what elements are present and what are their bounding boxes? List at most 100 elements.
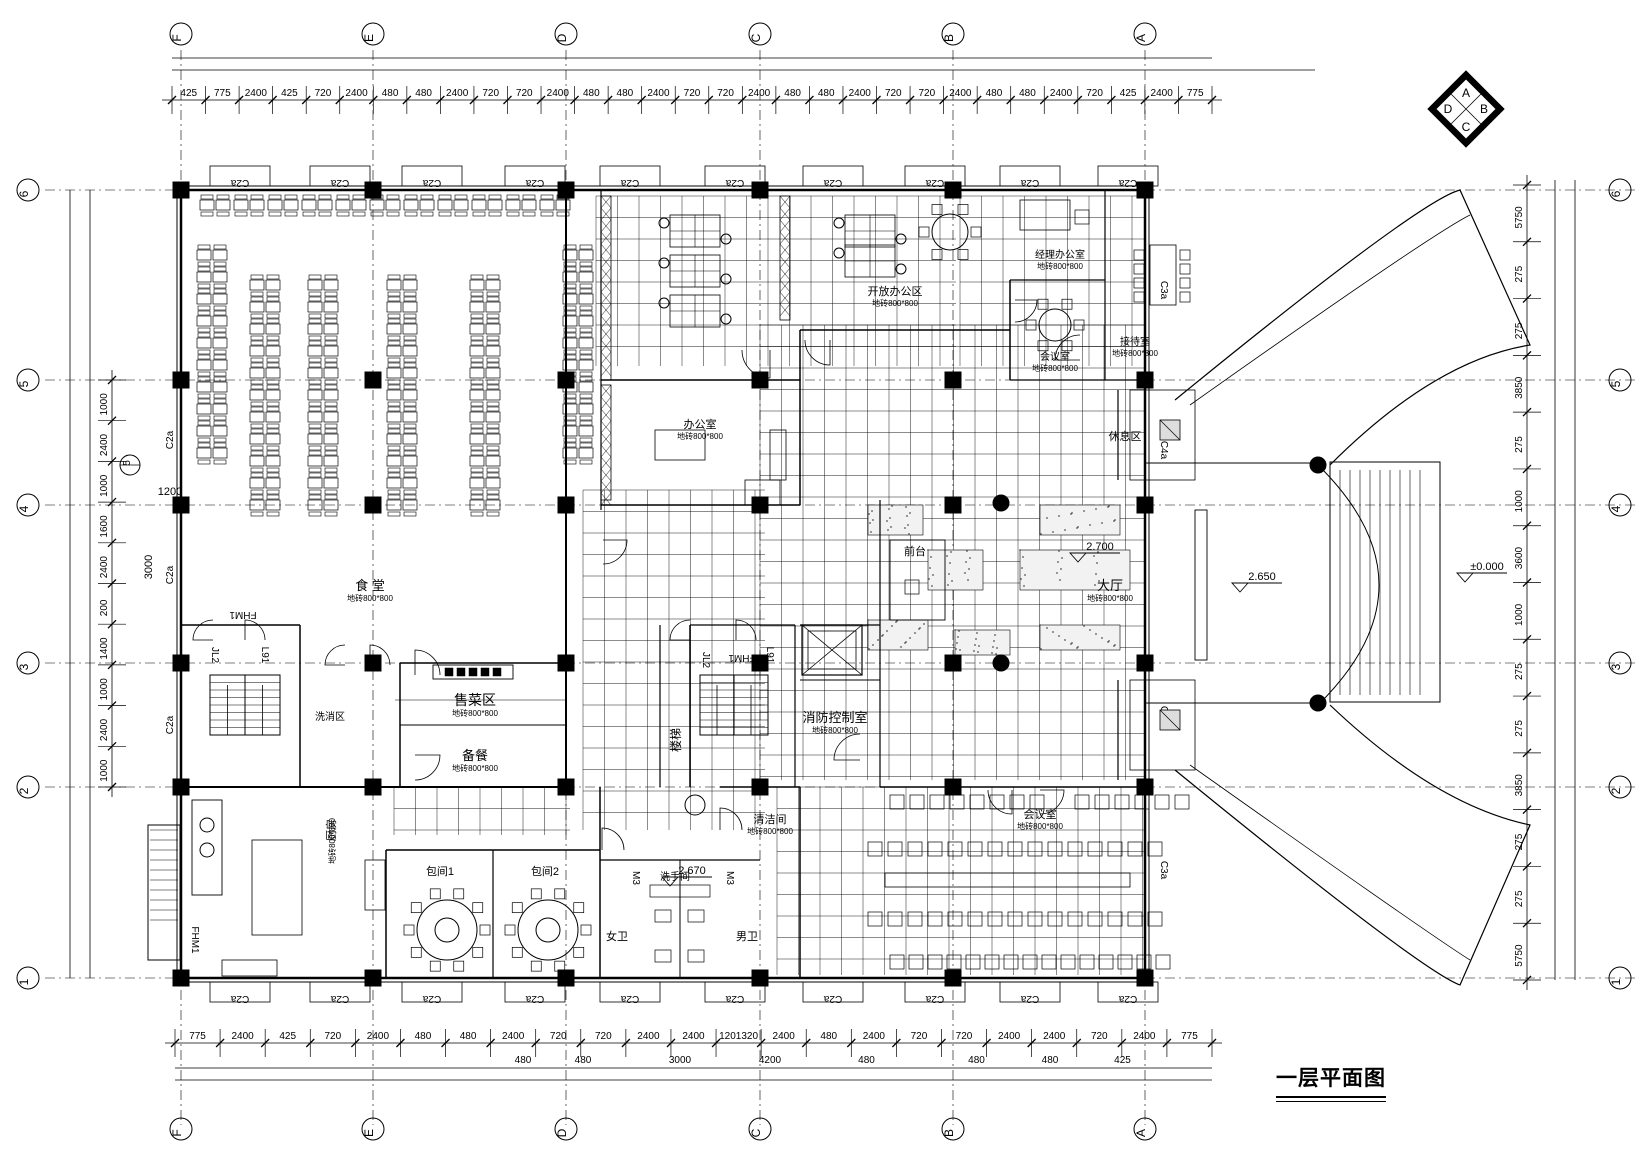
- table-top: [562, 403, 578, 415]
- chair: [1003, 954, 1019, 970]
- bottom-dimension-slash: [756, 1038, 766, 1048]
- window-bottom: [599, 981, 661, 1003]
- chair: [1037, 298, 1049, 310]
- axis-bubble: [361, 22, 385, 46]
- structural-column: [364, 181, 382, 199]
- right-dimension-slash: [1522, 805, 1532, 815]
- table-top: [402, 477, 418, 489]
- bottom-dimension-slash: [1027, 1038, 1037, 1048]
- serving-well: [456, 667, 466, 677]
- chair: [403, 318, 417, 324]
- entrance-steps-block: [1329, 461, 1441, 703]
- table-top: [485, 433, 501, 445]
- top-dimension-text: 425: [1120, 88, 1137, 99]
- window-top: [309, 165, 371, 187]
- axis-bubble: [748, 22, 772, 46]
- chair: [266, 511, 280, 517]
- chair: [403, 450, 417, 456]
- chair: [470, 511, 484, 517]
- window-top: [209, 165, 271, 187]
- axis-bubble: [1608, 493, 1632, 517]
- chair: [324, 494, 338, 500]
- bottom-dimension-slash: [576, 1038, 586, 1048]
- table-top: [485, 411, 501, 423]
- chair: [266, 445, 280, 451]
- dining-table-west: [196, 288, 228, 311]
- office-chair: [658, 257, 670, 269]
- chair: [573, 946, 585, 958]
- chair: [486, 335, 500, 341]
- granite-dot: [1052, 631, 1054, 633]
- chair: [266, 318, 280, 324]
- top-dimension-slash: [603, 95, 613, 105]
- floor-spec-note: 地砖800*800: [452, 708, 498, 718]
- table-top: [307, 323, 323, 335]
- chair: [308, 313, 322, 319]
- chair: [563, 376, 577, 382]
- walls: C2aC2aC2aC2aC2aC2aC2aC2aC2aC2aC2aC2aC2aC…: [165, 165, 1169, 1004]
- granite-dot: [995, 653, 997, 655]
- glass-hatch: [600, 444, 612, 458]
- granite-dot: [867, 619, 869, 621]
- chair: [336, 194, 350, 200]
- table-top: [307, 433, 323, 445]
- outer-wall-line: [176, 185, 1150, 983]
- top-dimension-text: 2400: [849, 88, 872, 99]
- glass-hatch: [779, 231, 791, 245]
- chair: [250, 357, 264, 363]
- chair: [266, 450, 280, 456]
- table-top: [307, 411, 323, 423]
- table-top: [249, 389, 265, 401]
- chair: [1098, 954, 1114, 970]
- granite-dot: [919, 627, 921, 629]
- door-swing: [833, 733, 861, 761]
- granite-dot: [1046, 627, 1048, 629]
- chair: [386, 194, 400, 200]
- axis-label: 4: [1609, 505, 1623, 512]
- chair: [470, 318, 484, 324]
- granite-dot: [977, 651, 979, 653]
- chair: [479, 924, 491, 936]
- chair: [579, 349, 593, 355]
- right-dimension-slash: [1522, 350, 1532, 360]
- dining-table-west: [196, 310, 228, 333]
- granite-dot: [991, 652, 993, 654]
- granite-dot: [877, 639, 879, 641]
- table-top: [386, 411, 402, 423]
- right-dimension-text: 3850: [1514, 774, 1525, 797]
- serving-well: [468, 667, 478, 677]
- chair: [454, 211, 468, 217]
- bottom-dimension-slash: [621, 1038, 631, 1048]
- chair: [403, 296, 417, 302]
- table-top: [265, 411, 281, 423]
- left-dimension-text: 2400: [99, 718, 110, 741]
- door-swing: [735, 619, 757, 641]
- bottom-dimension-text: 720: [595, 1031, 612, 1042]
- granite-dot: [1060, 568, 1062, 570]
- axis-bubble: [361, 1117, 385, 1141]
- chair: [266, 357, 280, 363]
- structural-column: [172, 181, 190, 199]
- table-top: [402, 411, 418, 423]
- dining-table: [469, 494, 501, 517]
- dining-table-north: [505, 194, 537, 217]
- manager-desk: [1019, 199, 1071, 231]
- chair: [1009, 794, 1025, 810]
- chair: [250, 291, 264, 297]
- dining-table: [386, 384, 418, 407]
- top-dimension-slash: [804, 95, 814, 105]
- chair: [250, 335, 264, 341]
- dining-table-west: [196, 266, 228, 289]
- right-dimension-text: 3600: [1514, 547, 1525, 570]
- chair: [387, 511, 401, 517]
- table-top: [233, 199, 249, 211]
- glass-hatch: [779, 255, 791, 269]
- left-dimension-slash: [107, 375, 117, 385]
- workstation: [833, 214, 907, 248]
- top-dimension-text: 480: [818, 88, 835, 99]
- chair: [563, 437, 577, 443]
- axis-label: F: [170, 34, 184, 41]
- table-top: [196, 381, 212, 393]
- axis-label: E: [362, 1129, 376, 1137]
- chair: [957, 249, 969, 260]
